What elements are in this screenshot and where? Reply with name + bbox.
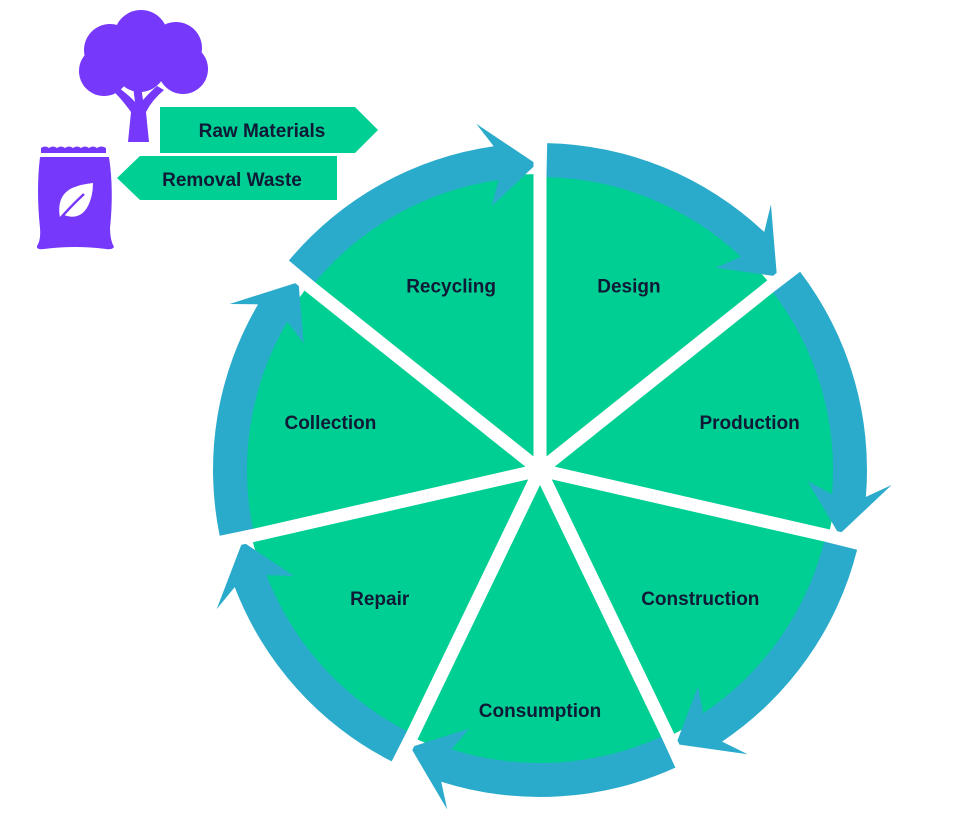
ring-arrow <box>773 271 892 535</box>
removal-waste-label: Removal Waste <box>162 170 302 191</box>
stage-wedge <box>540 174 772 470</box>
wedge-divider <box>391 467 546 770</box>
wedge-divider <box>534 467 689 770</box>
ring-arrow <box>546 143 777 277</box>
stage-label: Consumption <box>479 701 601 722</box>
ring-arrow <box>213 282 304 536</box>
ring-arrow <box>676 541 858 755</box>
stage-wedge <box>411 470 669 767</box>
ring-arrow <box>288 123 537 283</box>
stage-label: Production <box>699 413 799 434</box>
wedge-dividers <box>217 141 863 770</box>
waste-bag-icon <box>36 146 115 250</box>
stage-wedge <box>243 285 540 536</box>
tree-icon <box>79 10 208 142</box>
wedge-divider <box>535 259 802 476</box>
stage-label: Design <box>597 276 660 297</box>
stage-wedge <box>308 174 540 470</box>
ring-arrows <box>213 123 892 810</box>
wedge-divider <box>538 463 863 550</box>
stage-label: Collection <box>284 413 376 434</box>
center-hub <box>531 461 549 479</box>
stage-label: Repair <box>350 589 410 610</box>
ring-arrow <box>216 541 408 762</box>
raw-materials-tag: Raw Materials <box>160 107 378 153</box>
removal-waste-tag: Removal Waste <box>117 156 337 200</box>
stage-label: Recycling <box>406 276 496 297</box>
stage-wedge <box>540 285 837 536</box>
wedge-divider <box>217 463 542 550</box>
stage-wedges <box>243 174 837 767</box>
raw-materials-label: Raw Materials <box>199 121 326 142</box>
stage-label: Construction <box>641 589 759 610</box>
wedge-divider <box>278 259 545 476</box>
ring-arrow <box>410 728 676 810</box>
